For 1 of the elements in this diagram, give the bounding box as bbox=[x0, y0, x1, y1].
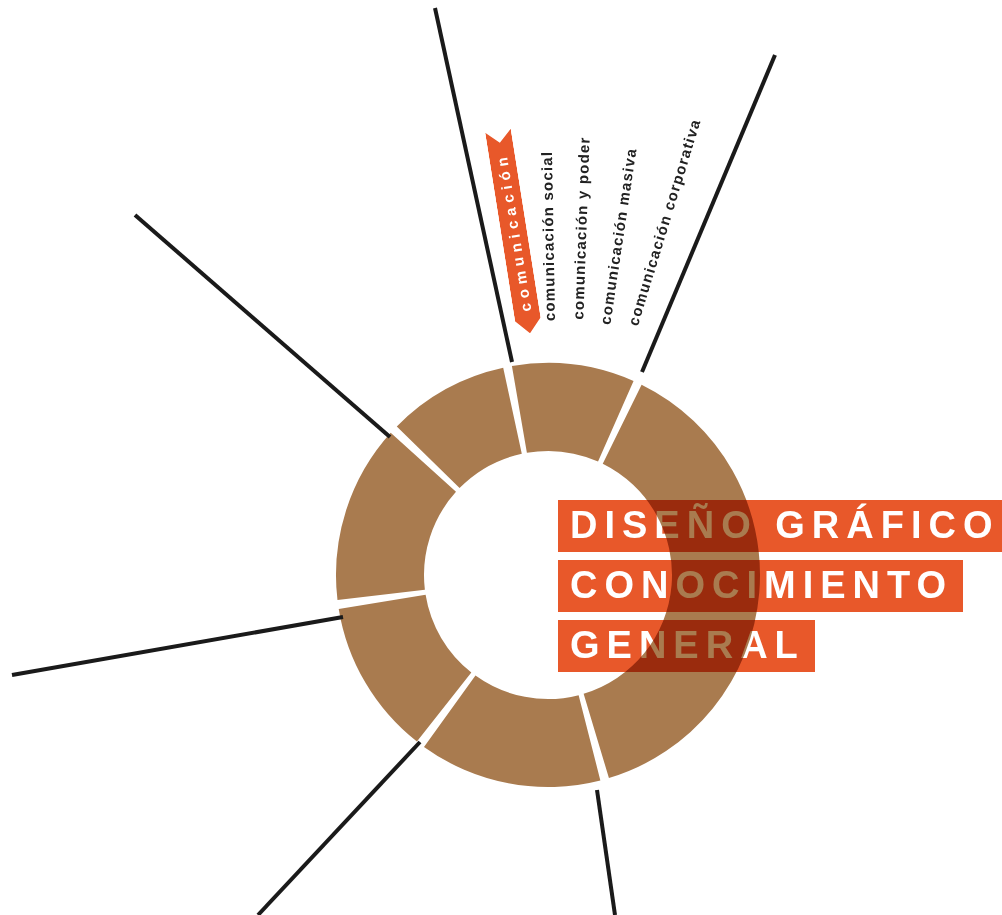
topic-label: comunicación y poder bbox=[569, 136, 593, 320]
